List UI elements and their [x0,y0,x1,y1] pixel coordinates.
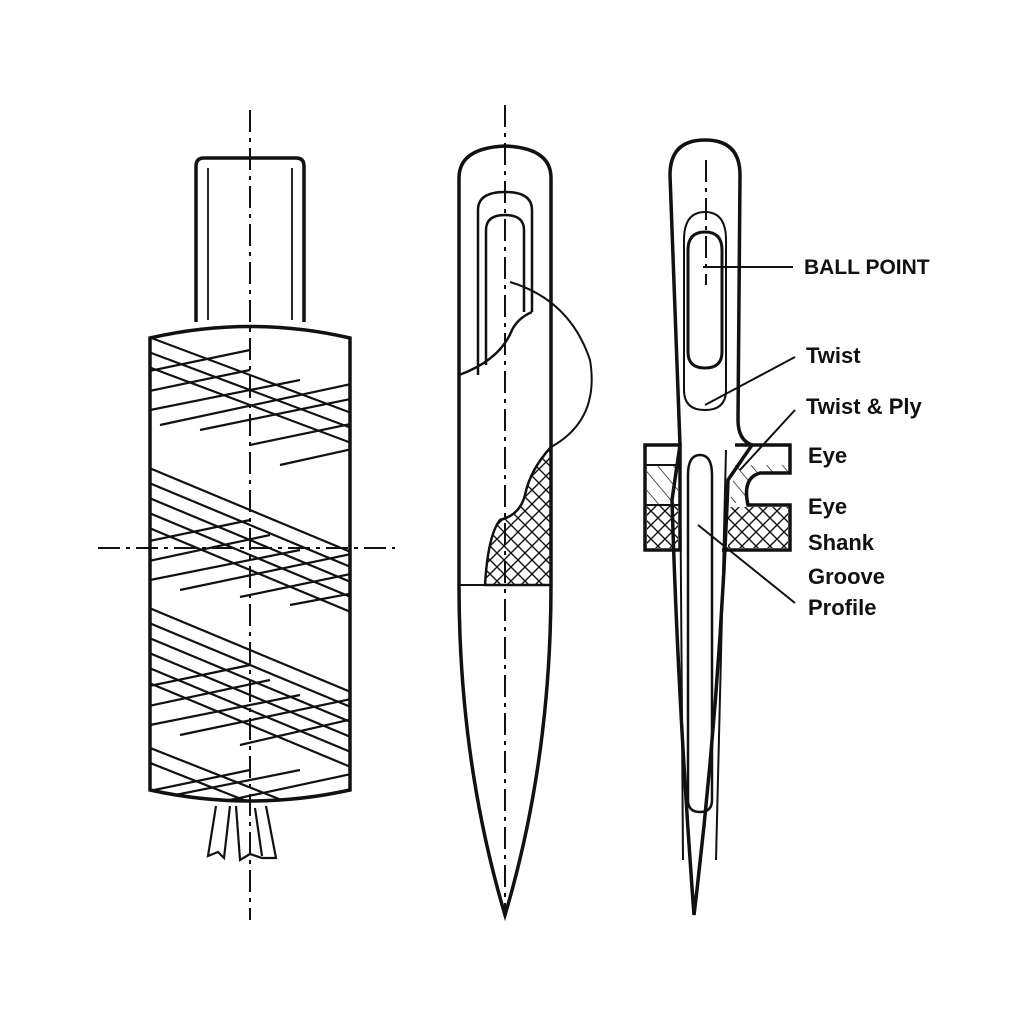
label-shank: Shank [808,530,875,555]
label-twist: Twist [806,343,861,368]
thread-band-ascending [150,348,350,800]
label-groove: Groove [808,564,886,589]
spool-top-cap [194,156,306,322]
label-eye-1: Eye [808,443,848,468]
label-eye-2: Eye [808,494,848,519]
needle-section-outline [457,144,553,922]
needle-front [643,138,796,916]
thread-spool [98,110,395,920]
leader-lines [697,266,796,604]
cutaway-crosshatch [483,443,553,587]
needle-eye [686,230,724,370]
shank-collar [643,443,792,552]
thread-ends [206,805,278,862]
needle-groove [686,453,714,814]
needle-section [457,105,593,922]
label-profile: Profile [808,595,877,620]
label-twist-ply: Twist & Ply [806,394,922,419]
label-ball-point: BALL POINT [804,256,930,279]
spool-body-outline [148,324,352,803]
